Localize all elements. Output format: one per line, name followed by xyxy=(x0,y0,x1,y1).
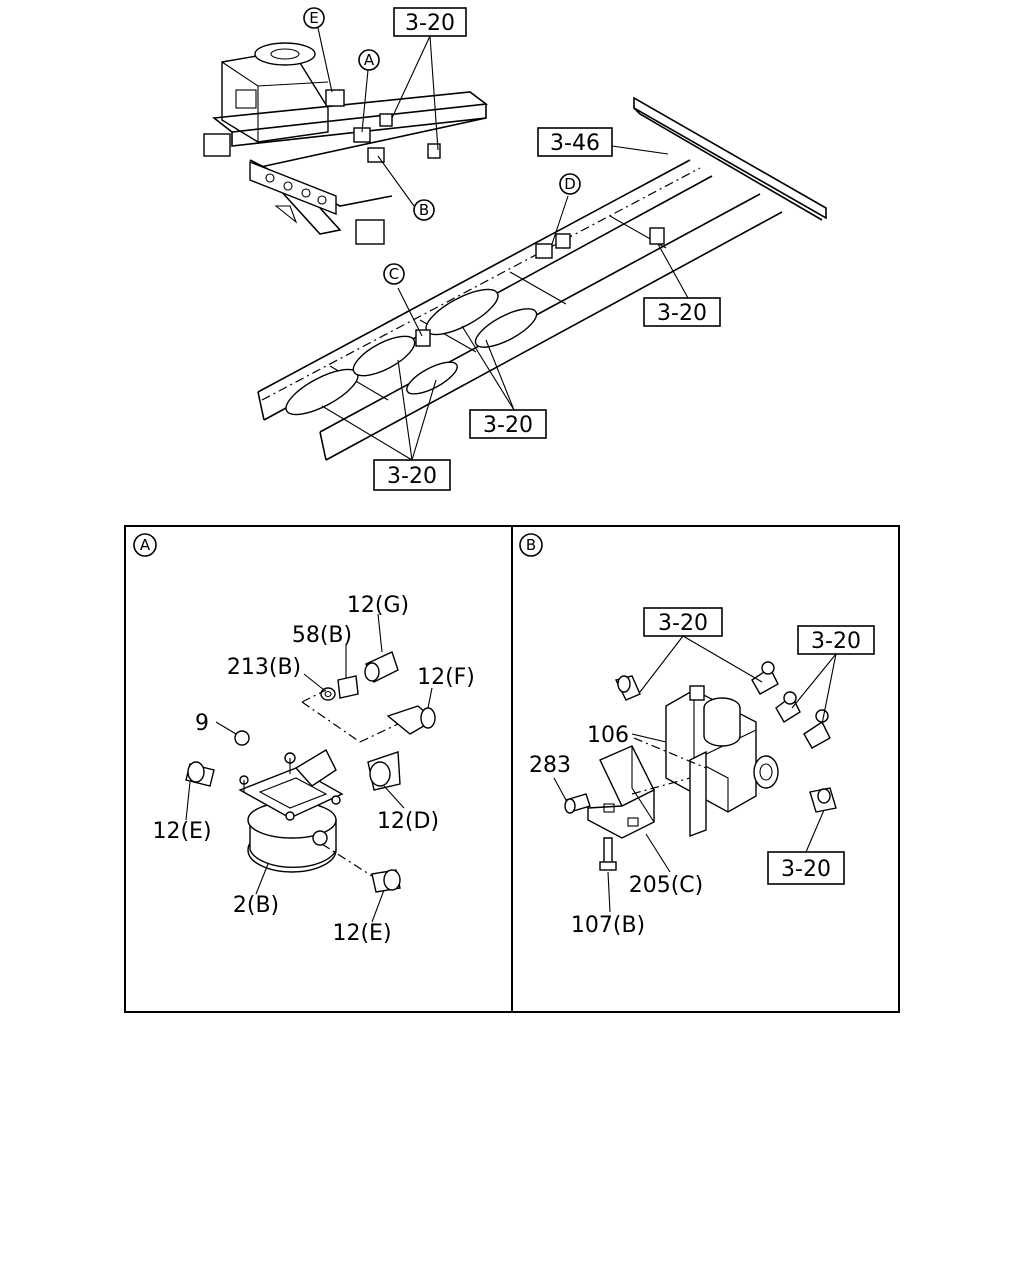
svg-text:C: C xyxy=(389,265,399,283)
panel-a: A xyxy=(133,533,475,946)
callout-b: B xyxy=(413,199,435,221)
label-12e-bottom: 12(E) xyxy=(332,921,391,946)
callout-c: C xyxy=(383,263,405,285)
panel-b: B xyxy=(519,533,875,938)
ref-top-label: 3-20 xyxy=(405,11,455,36)
label-2b: 2(B) xyxy=(233,893,279,918)
panel-b-marker: B xyxy=(519,533,543,557)
label-205c: 205(C) xyxy=(629,873,704,898)
svg-text:3-20: 3-20 xyxy=(811,629,861,654)
callout-d: D xyxy=(559,173,581,195)
label-106: 106 xyxy=(587,723,629,748)
callout-e: E xyxy=(303,7,325,29)
svg-text:B: B xyxy=(526,536,536,554)
label-9: 9 xyxy=(195,711,209,736)
panel-a-marker: A xyxy=(133,533,157,557)
label-213b: 213(B) xyxy=(227,655,301,680)
svg-text:D: D xyxy=(564,175,576,193)
cab-front-assembly xyxy=(203,27,489,245)
ref-mid-label: 3-20 xyxy=(483,413,533,438)
ref-box-346: 3-46 xyxy=(537,127,613,157)
svg-text:A: A xyxy=(140,536,151,554)
label-107b: 107(B) xyxy=(571,913,645,938)
label-12e-left: 12(E) xyxy=(152,819,211,844)
svg-text:B: B xyxy=(419,201,429,219)
ref-right-label: 3-20 xyxy=(657,301,707,326)
rear-chassis-assembly xyxy=(257,96,827,461)
ref-box-right: 3-20 xyxy=(643,297,721,327)
label-12g: 12(G) xyxy=(347,593,409,618)
ref-box-b-top-right: 3-20 xyxy=(797,625,875,655)
ref-box-top: 3-20 xyxy=(393,7,467,37)
label-12f: 12(F) xyxy=(417,665,475,690)
label-58b: 58(B) xyxy=(292,623,352,648)
ref-346-label: 3-46 xyxy=(550,131,600,156)
svg-text:3-20: 3-20 xyxy=(781,857,831,882)
label-12d: 12(D) xyxy=(377,809,439,834)
svg-text:3-20: 3-20 xyxy=(658,611,708,636)
svg-text:E: E xyxy=(309,9,318,27)
callout-a: A xyxy=(358,49,380,71)
ref-box-bottom: 3-20 xyxy=(373,459,451,491)
label-283: 283 xyxy=(529,753,571,778)
svg-text:A: A xyxy=(364,51,375,69)
ref-bottom-label: 3-20 xyxy=(387,464,437,489)
ref-box-b-bottom: 3-20 xyxy=(767,851,845,885)
ref-box-b-top-left: 3-20 xyxy=(643,607,723,637)
ref-box-mid: 3-20 xyxy=(469,409,547,439)
